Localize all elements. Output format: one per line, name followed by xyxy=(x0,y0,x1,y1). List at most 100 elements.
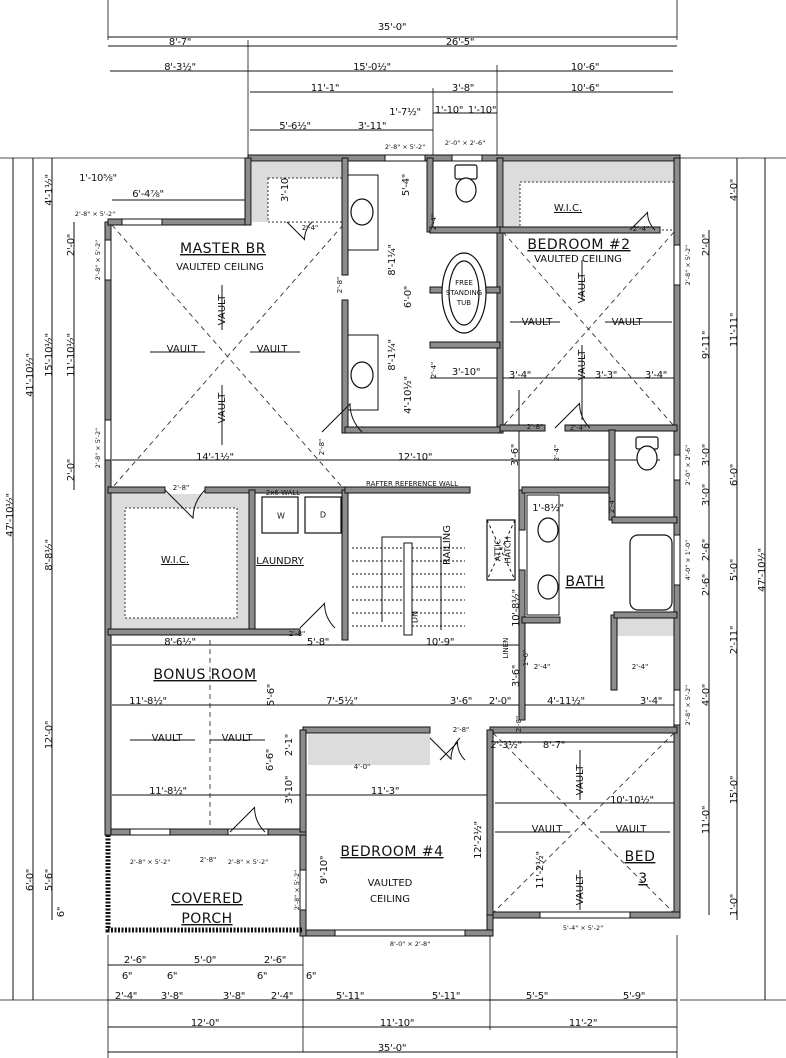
dimension-right: 15'-0" xyxy=(729,776,740,804)
vanity xyxy=(347,174,379,251)
dimension-interior: 10'-8½" xyxy=(510,589,522,627)
window xyxy=(673,689,681,726)
window-size-label: 2'-8" × 5'-2" xyxy=(385,143,425,151)
dimension-interior: 3'-6" xyxy=(511,665,522,687)
closet-shelf xyxy=(308,734,430,765)
dimension-interior: 4'-0" xyxy=(354,763,371,771)
dimension-top: 1'-10⅝" xyxy=(79,173,117,184)
dimension-interior: 2'-8" xyxy=(515,716,523,733)
dimension-interior: 2'-4" xyxy=(570,424,587,432)
vault-diagonal xyxy=(502,231,675,427)
dimension-interior: 8'-1¼" xyxy=(386,244,398,276)
dimension-right: 2'-6" xyxy=(701,539,712,561)
dimension-interior: 10'-9" xyxy=(426,637,454,648)
vault-label: VAULT xyxy=(532,824,564,835)
wall xyxy=(611,516,678,524)
wall xyxy=(299,729,307,833)
attic-hatch-cross xyxy=(486,519,516,581)
window xyxy=(673,244,681,286)
dimension-right: 6'-0" xyxy=(729,464,740,486)
dimension-interior: 1'-6" xyxy=(522,650,530,667)
wall xyxy=(344,426,501,434)
dimension-top: 8'-7" xyxy=(169,37,191,48)
dimension-interior: 12'-10" xyxy=(398,452,432,463)
dimension-left: 11'-10½" xyxy=(65,333,77,377)
dimension-interior: 2'-8" xyxy=(289,630,306,638)
dimension-top: 1'-7½" xyxy=(389,106,421,118)
room-label: BEDROOM #2 xyxy=(527,237,630,253)
room-label: 3 xyxy=(638,871,647,887)
dimension-interior: 11'-3" xyxy=(371,786,399,797)
window-size-label: 2'-0" × 2'-6" xyxy=(684,445,692,485)
dimension-interior: 2'-8" xyxy=(453,726,470,734)
stair-railing xyxy=(403,542,413,636)
closet-interior xyxy=(124,507,238,619)
dimension-top: 1'-10" xyxy=(468,105,496,116)
dimension-interior: 2'-8" xyxy=(527,423,544,431)
door-swing xyxy=(164,489,206,520)
fixture-label: STANDING xyxy=(446,289,482,297)
vanity xyxy=(347,334,379,411)
window xyxy=(129,828,171,836)
dimension-bottom: 12'-0" xyxy=(191,1018,219,1029)
dimension-interior: 9'-10" xyxy=(319,856,330,884)
dimension-interior: 3'-6" xyxy=(450,696,472,707)
walls xyxy=(104,154,681,937)
dimension-interior: 3'-4" xyxy=(640,696,662,707)
toilet-tank xyxy=(454,164,478,180)
dimension-top: 5'-6½" xyxy=(279,120,311,132)
vault-label: VAULT xyxy=(222,733,254,744)
dimension-right: 4'-0" xyxy=(701,684,712,706)
dimension-interior: 5'-6" xyxy=(266,684,277,706)
dimension-interior: 2'-4" xyxy=(430,362,438,379)
dimension-interior: 8'-7" xyxy=(543,740,565,751)
dimension-interior: 2'-1" xyxy=(284,734,295,756)
closet-shelf xyxy=(616,616,674,636)
vault-label: VAULT xyxy=(616,824,648,835)
wall xyxy=(104,221,112,836)
window-size-label: 2'-8" × 5'-2" xyxy=(130,858,170,866)
dimension-interior: 2'-4" xyxy=(430,214,438,231)
sink-icon xyxy=(537,517,559,543)
dimension-interior: 3'-3" xyxy=(595,370,617,381)
window-size-label: 2'-8" × 5'-2" xyxy=(94,428,102,468)
room-label: BED xyxy=(625,849,656,865)
vault-diagonal xyxy=(492,732,675,914)
wall xyxy=(248,489,256,636)
dimension-interior: 2'-4" xyxy=(534,663,551,671)
fixture-label: HATCH xyxy=(504,537,513,564)
door-swing xyxy=(554,402,591,429)
dimension-interior: 1'-8½" xyxy=(532,502,564,514)
dimension-top: 3'-11" xyxy=(358,121,386,132)
dimension-interior: 3'-10 xyxy=(280,178,291,202)
dimension-interior: 2'-8" xyxy=(200,856,217,864)
window xyxy=(539,911,631,919)
bathtub-icon xyxy=(629,534,673,611)
dimension-interior: 2'-4" xyxy=(633,225,650,233)
window xyxy=(334,929,466,937)
vault-label: VAULT xyxy=(577,272,588,304)
window-size-label: 2'-8" × 5'-2" xyxy=(293,870,301,910)
dimension-left: 47'-10½" xyxy=(4,493,16,537)
window xyxy=(384,154,426,162)
ceiling-note: CEILING xyxy=(370,894,410,905)
dimension-top: 11'-1" xyxy=(311,83,339,94)
dimension-bottom: 3'-8" xyxy=(223,991,245,1002)
fixtures xyxy=(164,164,673,833)
wall xyxy=(518,489,526,531)
room-label: LINEN xyxy=(502,638,510,659)
door-swing xyxy=(229,806,266,833)
dimension-bottom: 5'-11" xyxy=(432,991,460,1002)
closet-interior xyxy=(519,181,675,231)
stair-direction-arrow xyxy=(381,536,442,630)
vault-label: VAULT xyxy=(217,392,228,424)
dimension-left: 41'-10½" xyxy=(24,353,36,397)
dimension-interior: 2'-4" xyxy=(608,497,616,514)
vanity xyxy=(526,494,560,616)
dimension-right: 9'-11" xyxy=(701,331,712,359)
door-swing xyxy=(629,211,656,231)
dimension-interior: 3'-10" xyxy=(452,367,480,378)
dimension-bottom: 2'-6" xyxy=(264,955,286,966)
ceiling-note: VAULTED CEILING xyxy=(534,254,622,265)
